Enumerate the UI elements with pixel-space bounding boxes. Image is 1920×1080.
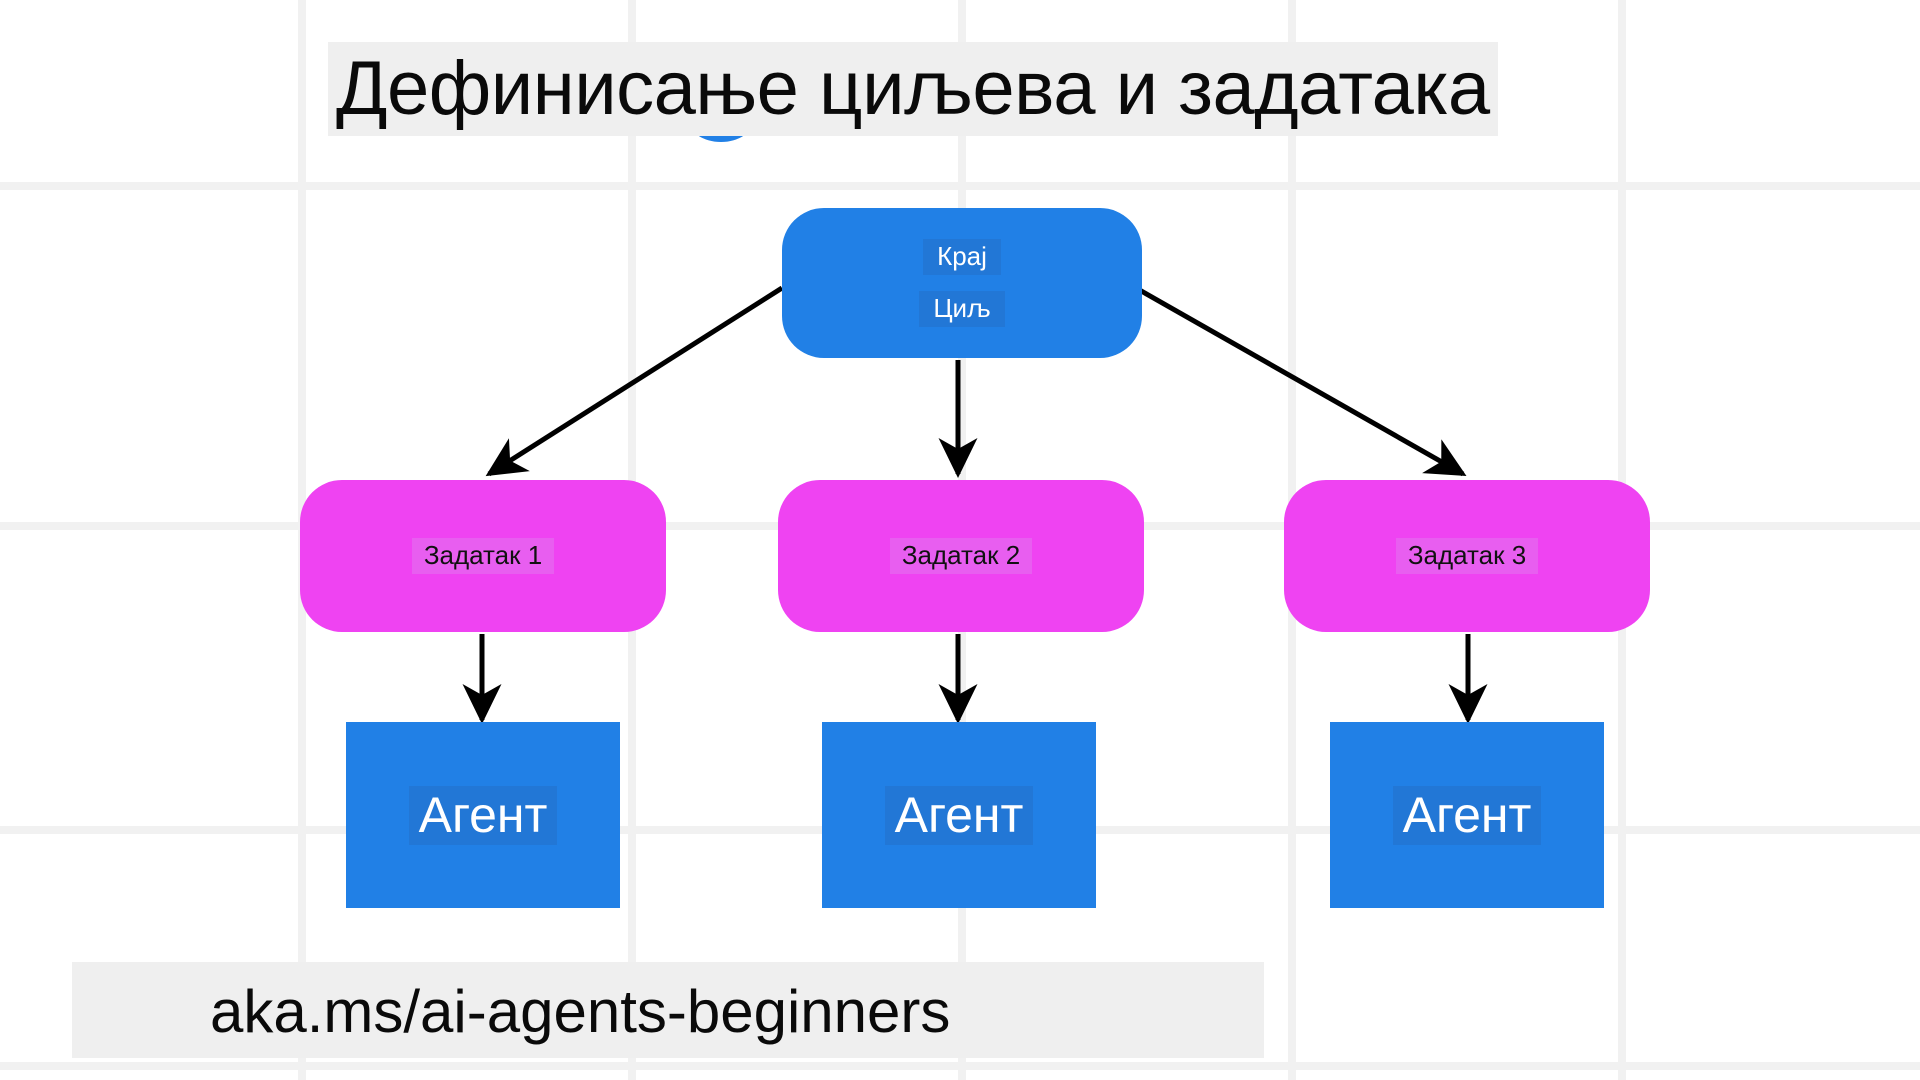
page-title: Дефинисање циљева и задатака bbox=[328, 42, 1498, 137]
node-task-3[interactable]: Задатак 3 bbox=[1284, 480, 1650, 632]
footer-url: aka.ms/ai-agents-beginners bbox=[210, 978, 951, 1045]
footer-highlight-band bbox=[72, 962, 1264, 1058]
node-task-2[interactable]: Задатак 2 bbox=[778, 480, 1144, 632]
node-agent-1-label: Агент bbox=[408, 785, 558, 845]
node-goal-label-end: Крај bbox=[923, 239, 1001, 275]
node-task-2-label: Задатак 2 bbox=[889, 538, 1033, 574]
node-agent-1[interactable]: Агент bbox=[346, 722, 620, 908]
node-agent-2[interactable]: Агент bbox=[822, 722, 1096, 908]
node-task-1[interactable]: Задатак 1 bbox=[300, 480, 666, 632]
node-agent-2-label: Агент bbox=[884, 785, 1034, 845]
edge-goal-task-1 bbox=[485, 285, 784, 477]
node-goal[interactable]: Крај Циљ bbox=[782, 208, 1142, 358]
node-agent-3[interactable]: Агент bbox=[1330, 722, 1604, 908]
node-task-3-label: Задатак 3 bbox=[1395, 538, 1539, 574]
node-agent-3-label: Агент bbox=[1392, 785, 1542, 845]
node-task-1-label: Задатак 1 bbox=[411, 538, 555, 574]
node-goal-label-goal: Циљ bbox=[919, 291, 1005, 327]
edge-goal-task-3 bbox=[1134, 285, 1467, 477]
